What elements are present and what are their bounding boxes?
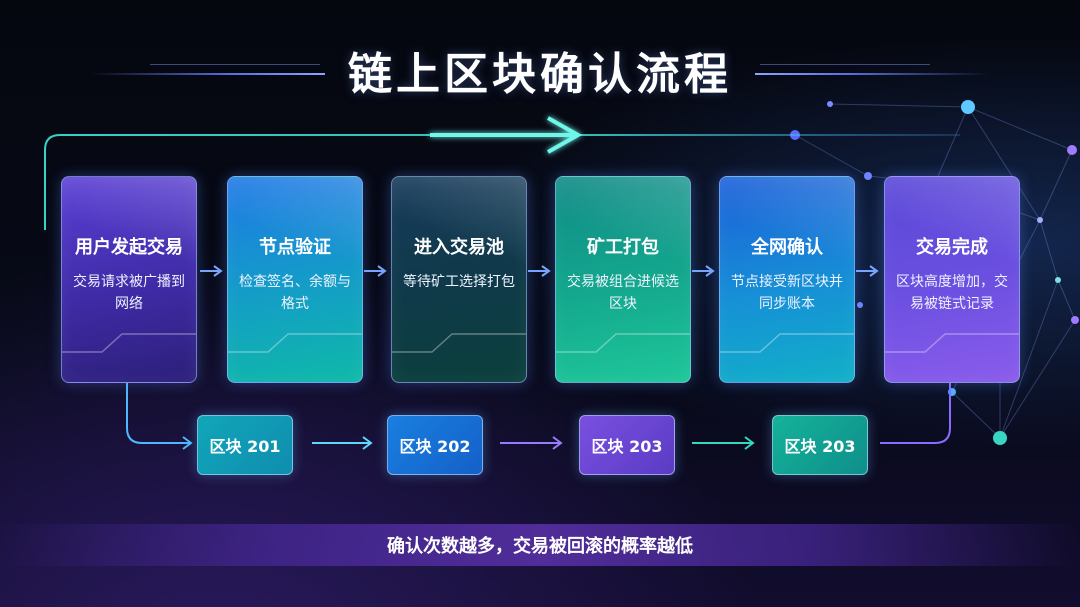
step-card-6: 交易完成 区块高度增加，交易被链式记录 xyxy=(884,176,1020,383)
page-title: 链上区块确认流程 xyxy=(348,49,732,100)
progress-arrow-icon xyxy=(430,116,583,154)
step-title: 用户发起交易 xyxy=(75,237,183,258)
step-card-1: 用户发起交易 交易请求被广播到网络 xyxy=(61,176,197,383)
step-title: 矿工打包 xyxy=(587,237,659,258)
step-desc: 区块高度增加，交易被链式记录 xyxy=(896,274,1008,312)
title-line-left-accent xyxy=(150,64,320,65)
step-desc: 等待矿工选择打包 xyxy=(403,274,515,290)
step-title: 全网确认 xyxy=(751,237,823,258)
title-line-right xyxy=(755,73,990,75)
step-desc: 节点接受新区块并同步账本 xyxy=(731,274,843,312)
block-item: 区块 203 xyxy=(772,415,868,475)
step-card-2: 节点验证 检查签名、余额与格式 xyxy=(227,176,363,383)
step-desc: 交易被组合进候选区块 xyxy=(567,274,679,312)
step-card-4: 矿工打包 交易被组合进候选区块 xyxy=(555,176,691,383)
step-card-5: 全网确认 节点接受新区块并同步账本 xyxy=(719,176,855,383)
step-title: 进入交易池 xyxy=(414,237,504,258)
footer-banner xyxy=(0,524,1080,566)
step-card-3: 进入交易池 等待矿工选择打包 xyxy=(391,176,527,383)
block-item: 区块 203 xyxy=(579,415,675,475)
title-line-left xyxy=(90,73,325,75)
step-title: 节点验证 xyxy=(259,237,331,258)
block-item: 区块 202 xyxy=(387,415,483,475)
step-desc: 检查签名、余额与格式 xyxy=(239,274,351,312)
step-desc: 交易请求被广播到网络 xyxy=(73,274,185,312)
block-item: 区块 201 xyxy=(197,415,293,475)
footer-text: 确认次数越多，交易被回滚的概率越低 xyxy=(387,536,693,557)
step-title: 交易完成 xyxy=(916,237,988,258)
title-line-right-accent xyxy=(760,64,930,65)
